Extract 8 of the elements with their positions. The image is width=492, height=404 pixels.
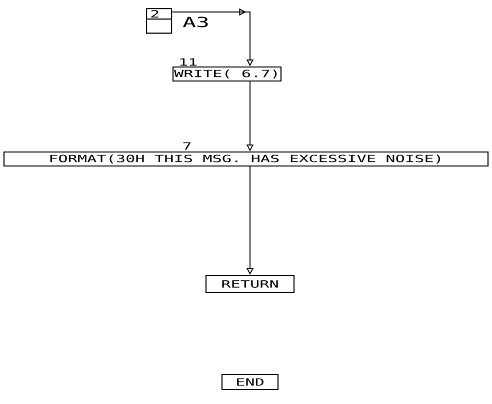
- connector-box: 2: [146, 8, 172, 34]
- statement-number: 7: [183, 142, 191, 150]
- connector-label: A3: [182, 16, 208, 28]
- statement-box: END: [221, 374, 279, 390]
- statement-box: RETURN: [205, 274, 295, 294]
- statement-box: WRITE( 6.7): [172, 66, 282, 82]
- statement-box: FORMAT(30H THIS MSG. HAS EXCESSIVE NOISE): [3, 151, 489, 167]
- statement-number: 11: [180, 58, 197, 66]
